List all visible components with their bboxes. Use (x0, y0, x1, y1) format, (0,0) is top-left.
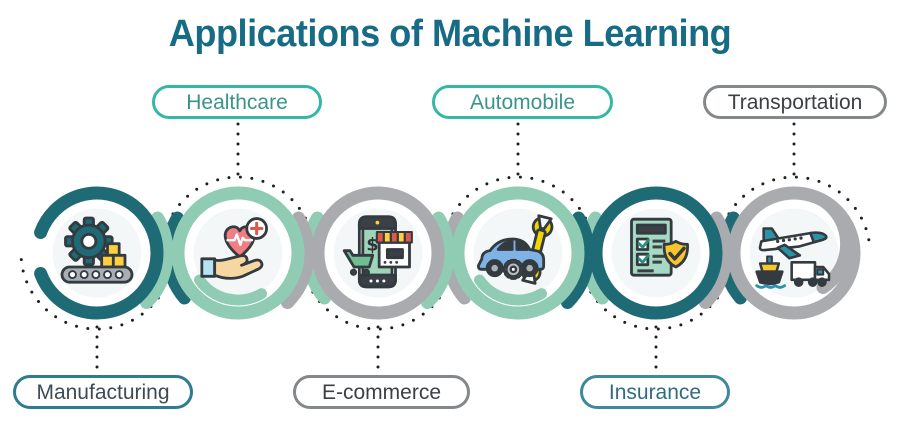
pill-label: E-commerce (321, 380, 442, 404)
label-pill-ecommerce: E-commerce (293, 375, 470, 409)
pill-label: Automobile (469, 90, 576, 114)
gear-conveyor-icon (60, 216, 134, 284)
label-pill-automobile: Automobile (432, 85, 613, 119)
label-pill-transportation: Transportation (703, 85, 887, 119)
pill-label: Manufacturing (36, 380, 170, 404)
mobile-store-icon: $ (342, 215, 413, 289)
car-service-icon (476, 214, 554, 285)
label-pill-insurance: Insurance (580, 375, 730, 409)
label-pill-manufacturing: Manufacturing (13, 375, 193, 409)
label-pill-healthcare: Healthcare (152, 85, 322, 119)
pill-label: Healthcare (186, 90, 288, 114)
page-title: Applications of Machine Learning (168, 13, 732, 55)
plane-ship-truck-icon (755, 227, 831, 289)
svg-text:$: $ (366, 236, 378, 256)
pill-label: Insurance (608, 380, 702, 404)
pill-label: Transportation (727, 90, 863, 114)
policy-shield-icon (630, 217, 689, 277)
heart-hand-icon (200, 217, 268, 280)
